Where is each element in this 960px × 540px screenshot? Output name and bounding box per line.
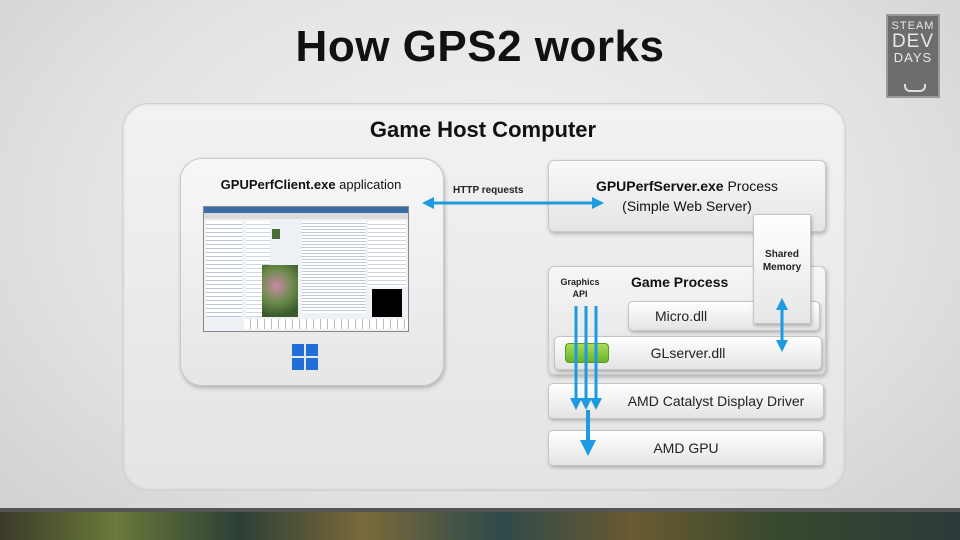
windows-pane-bl [292,358,304,370]
windows-pane-tl [292,344,304,356]
windows-pane-tr [306,344,318,356]
client-application-label: GPUPerfClient.exe application [180,177,442,192]
server-suffix: Process [723,178,779,194]
windows-pane-br [306,358,318,370]
client-exe-name: GPUPerfClient.exe [220,177,336,192]
logo-line-steam: STEAM [891,20,935,32]
screenshot-thumbnail [272,229,280,239]
graphics-api-label: Graphics API [556,276,604,300]
game-host-computer-title: Game Host Computer [369,117,597,142]
logo-line-dev: DEV [891,31,935,52]
screenshot-right-panel [368,221,406,287]
slide-title: How GPS2 works [295,22,665,71]
screenshot-left-panel [206,221,242,317]
server-exe-name: GPUPerfServer.exe [595,178,724,194]
bottom-decorative-stripe [0,508,960,540]
client-suffix: application [335,177,402,192]
client-screenshot [203,206,409,332]
game-process-label: Game Process [631,274,729,290]
logo-line-days: DAYS [893,50,933,65]
shared-memory-line2: Memory [762,262,802,273]
server-title: GPUPerfServer.exe Process [549,176,825,196]
screenshot-black-preview [372,289,402,317]
steam-dev-days-logo: STEAM DEV DAYS [886,14,940,98]
screenshot-code-panel [302,221,366,313]
shared-memory-line1: Shared [765,249,799,260]
screenshot-flower-image [262,265,298,317]
screenshot-titlebar [204,207,408,213]
http-requests-label: HTTP requests [453,185,524,196]
graphics-api-line1: Graphics [560,277,600,287]
screenshot-toolbar [204,213,408,219]
server-subtitle: (Simple Web Server) [622,198,752,214]
windows-logo-icon [292,344,318,370]
logo-hook-icon [904,84,926,92]
graphics-api-line2: API [572,289,588,299]
screenshot-timeline [244,319,408,329]
